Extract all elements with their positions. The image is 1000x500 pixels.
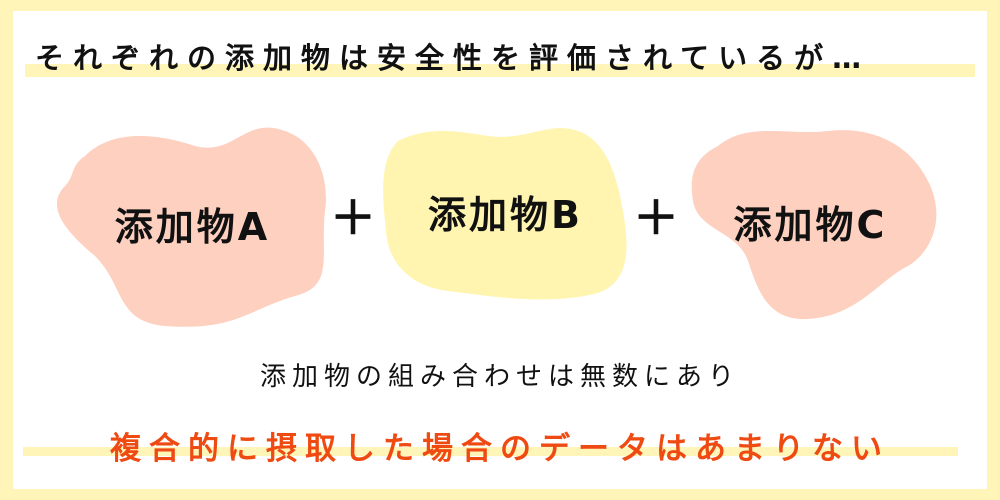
additive-c-blob: 添加物C [678, 121, 943, 321]
additive-b-label: 添加物B [428, 192, 583, 237]
subtext: 添加物の組み合わせは無数にあり [259, 362, 740, 392]
additive-c-label: 添加物C [733, 202, 888, 247]
conclusion-highlight [468, 447, 958, 456]
headline: それぞれの添加物は安全性を評価されているが… [35, 41, 871, 75]
blob-shape-icon [691, 130, 937, 320]
plus-icon: ＋ [633, 191, 679, 245]
blob-shape-icon [383, 128, 627, 300]
conclusion-highlight [23, 447, 468, 456]
content-frame: それぞれの添加物は安全性を評価されているが… 添加物A ＋ 添加物B ＋ 添加物… [13, 11, 987, 489]
plus-icon: ＋ [330, 191, 376, 245]
additive-b-blob: 添加物B [378, 121, 633, 301]
conclusion-text: 複合的に摂取した場合のデータはあまりない [110, 431, 890, 467]
additive-a-label: 添加物A [114, 205, 271, 249]
blob-shape-icon [56, 127, 326, 327]
headline-highlight [25, 64, 975, 77]
additive-a-blob: 添加物A [45, 116, 340, 331]
